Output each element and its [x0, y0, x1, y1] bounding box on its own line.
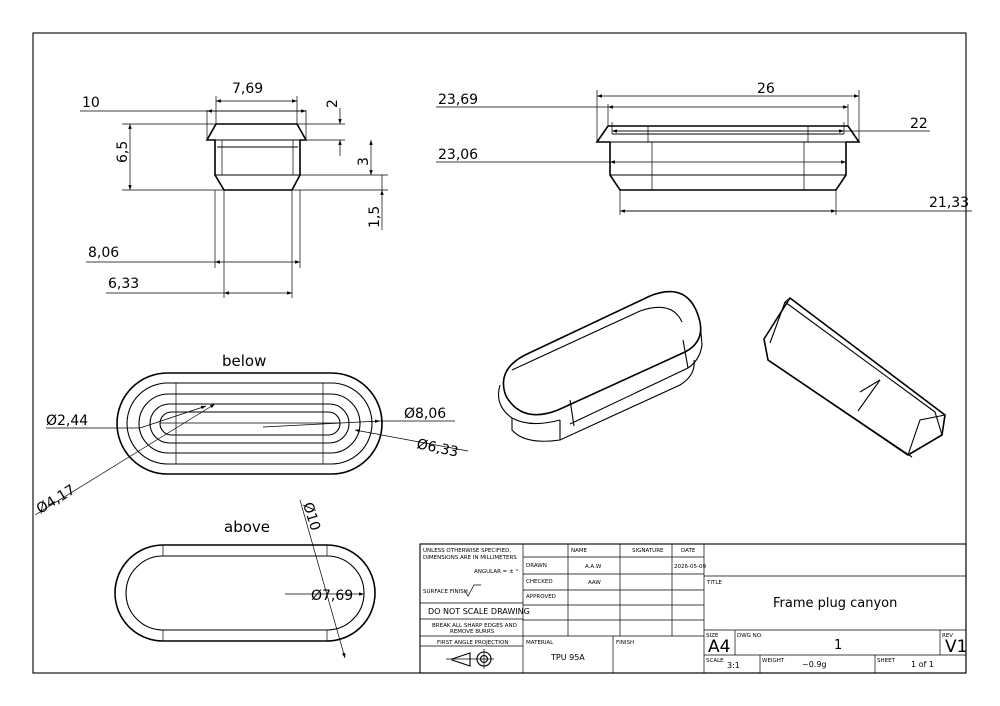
tb-scale-label: SCALE — [706, 658, 724, 664]
tb-header-date: DATE — [681, 548, 696, 554]
tb-title-label: TITLE — [706, 580, 722, 586]
tb-sheet-label: SHEET — [877, 658, 896, 664]
tb-projection: FIRST ANGLE PROJECTION — [437, 640, 508, 646]
tb-dwg-no-label: DWG NO. — [737, 633, 763, 639]
dim-overall-length: 26 — [757, 81, 775, 97]
tb-sheet: 1 of 1 — [911, 660, 934, 669]
tb-header-name: NAME — [571, 548, 588, 554]
dim-top-length: 23,69 — [438, 92, 478, 108]
dim-lower-width: 8,06 — [88, 245, 119, 261]
tb-do-not-scale: DO NOT SCALE DRAWING — [428, 607, 530, 616]
tb-surface-finish: SURFACE FINISH — [423, 589, 468, 595]
tb-notes-line1: UNLESS OTHERWISE SPECIFIED, — [423, 548, 511, 554]
tb-break-edges-2: REMOVE BURRS — [450, 629, 495, 635]
tb-notes-line2: DIMENSIONS ARE IN MILLIMETERS — [423, 555, 517, 561]
dim-below-inner-hole: Ø2,44 — [46, 413, 88, 429]
tb-approved-label: APPROVED — [526, 594, 556, 600]
dim-height: 6,5 — [115, 141, 131, 163]
side-view: 26 23,69 22 23,06 21,33 — [436, 81, 972, 215]
above-view-label: above — [224, 518, 270, 536]
tb-material-label: MATERIAL — [526, 640, 554, 646]
tb-angular: ANGULAR = ± ° — [474, 569, 518, 575]
dim-body: 3 — [356, 157, 372, 166]
side-view-outline — [595, 125, 861, 191]
dim-flange: 2 — [325, 99, 341, 108]
tb-dwg-no: 1 — [834, 638, 842, 653]
dim-above-outer: Ø10 — [299, 500, 323, 532]
tb-checked-name: AAW — [588, 580, 601, 586]
front-view: 7,69 10 6,5 2 3 1,5 8,06 — [80, 81, 388, 298]
tb-rev-label: REV — [942, 633, 953, 639]
dim-above-inner: Ø7,69 — [311, 588, 353, 604]
tb-checked-label: CHECKED — [526, 579, 553, 585]
isometric-view — [497, 290, 703, 442]
tb-size: A4 — [708, 637, 730, 657]
tb-break-edges-1: BREAK ALL SHARP EDGES AND — [432, 623, 517, 629]
tb-weight-label: WEIGHT — [762, 658, 785, 664]
dim-below-outer: Ø8,06 — [404, 406, 446, 422]
sheet-border — [32, 32, 967, 674]
tb-header-signature: SIGNATURE — [632, 548, 664, 554]
tb-drawn-date: 2026-05-09 — [674, 564, 706, 570]
dim-overall-width: 10 — [82, 95, 100, 111]
tb-title: Frame plug canyon — [773, 596, 897, 611]
tb-finish-label: FINISH — [616, 640, 634, 646]
tb-drawn-label: DRAWN — [526, 563, 547, 569]
title-block: UNLESS OTHERWISE SPECIFIED, DIMENSIONS A… — [419, 543, 967, 674]
tb-weight: ~0.9g — [802, 660, 827, 669]
dim-top-width: 7,69 — [232, 81, 263, 97]
dim-below-mid: Ø6,33 — [415, 436, 460, 460]
tb-material: TPU 95A — [550, 653, 585, 662]
dim-bottom-width: 6,33 — [108, 276, 139, 292]
section-view — [763, 296, 946, 458]
dim-mid-length: 23,06 — [438, 147, 478, 163]
tb-rev: V1 — [945, 637, 967, 657]
tb-drawn-name: A.A.W — [585, 564, 602, 570]
above-view: above Ø10 Ø7,69 — [114, 499, 376, 659]
dim-chamfer: 1,5 — [367, 206, 383, 228]
below-view: below Ø2,44 Ø8,06 Ø6,33 Ø4,17 — [34, 352, 469, 517]
tb-scale: 3:1 — [727, 661, 740, 670]
first-angle-projection-icon — [446, 649, 494, 669]
dim-flange-length: 22 — [910, 116, 928, 132]
dim-bottom-length: 21,33 — [929, 195, 969, 211]
dim-below-lower: Ø4,17 — [34, 482, 78, 517]
below-view-label: below — [222, 352, 266, 370]
tb-size-label: SIZE — [706, 633, 719, 639]
